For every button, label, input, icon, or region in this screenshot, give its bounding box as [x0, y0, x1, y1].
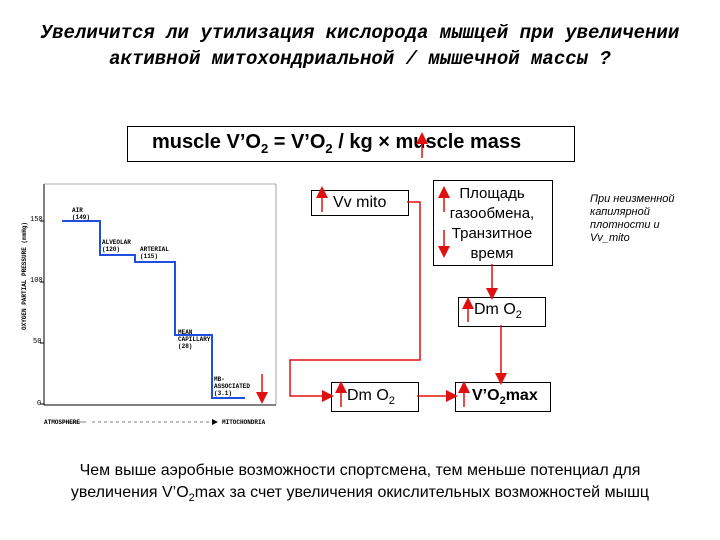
x-axis-arrowhead — [212, 419, 218, 425]
po2-cascade-line — [62, 220, 245, 399]
exchange-area-text: Площадь газообмена, Транзитное время — [449, 185, 535, 262]
formula-text: muscle V’O2 = V’O2 / kg × muscle mass — [152, 131, 522, 156]
label-alveolar: ALVEOLAR(120) — [102, 239, 131, 253]
label-mb-associated: MB-ASSOCIATED(3.1) — [214, 376, 251, 397]
title-line-2: активной митохондриальной / мышечной мас… — [109, 48, 611, 70]
footer-line-2: увеличения V’O2max за счет увеличения ок… — [70, 484, 650, 505]
exchange-area-box — [433, 180, 553, 266]
chart-ylabel: OXYGEN PARTIAL PRESSURE (mmHg) — [21, 222, 28, 330]
ytick-100: 100 — [30, 277, 43, 285]
footer-text: Чем выше аэробные возможности спортсмена… — [0, 460, 720, 509]
x-label-mitochondria: MITOCHONDRIA — [222, 419, 266, 426]
dm-o2-top-label: Dm O2 — [474, 301, 522, 322]
slide-title: Увеличится ли утилизация кислорода мышце… — [0, 20, 720, 72]
vv-mito-to-dm-arrow — [289, 201, 421, 402]
title-line-1: Увеличится ли утилизация кислорода мышце… — [40, 22, 680, 44]
ytick-50: 50 — [33, 338, 42, 346]
chart-y-ticks — [40, 220, 44, 405]
dm-o2-bottom-label: Dm O2 — [347, 387, 395, 408]
formula-box — [127, 126, 575, 162]
label-arterial: ARTERIAL(115) — [140, 246, 169, 260]
side-note: При неизменной капилярной плотности и Vv… — [590, 193, 675, 244]
vo2max-label: V’O2max — [472, 387, 538, 408]
footer-line-1: Чем выше аэробные возможности спортсмена… — [79, 462, 641, 479]
dm-o2-top-box — [458, 297, 546, 327]
ytick-0: 0 — [37, 400, 42, 408]
ytick-150: 150 — [30, 216, 43, 224]
vo2max-box — [455, 382, 551, 412]
label-air: AIR(149) — [72, 207, 91, 221]
x-label-atmosphere: ATMOSPHERE — [44, 419, 81, 426]
vv-mito-label: Vv mito — [333, 194, 387, 211]
